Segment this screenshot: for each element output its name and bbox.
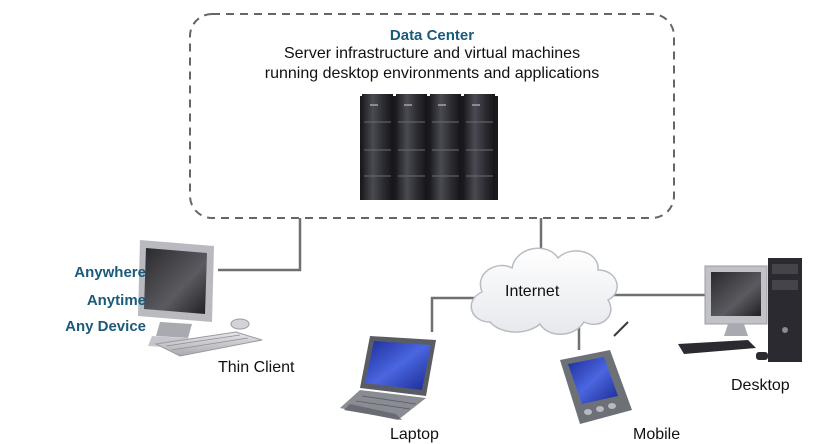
mobile-label: Mobile: [633, 426, 681, 443]
thin-client-icon: [138, 240, 263, 357]
data-center-title: Data Center: [389, 27, 475, 44]
data-center-description-line2: running desktop environments and applica…: [264, 65, 600, 82]
data-center-description: Server infrastructure and virtual machin…: [190, 44, 674, 84]
internet-label: Internet: [505, 283, 560, 300]
mobile-icon: [560, 321, 632, 424]
tagline-any-device: Any Device: [65, 318, 146, 335]
data-center-description-line1: Server infrastructure and virtual machin…: [283, 45, 581, 62]
laptop-icon: [340, 336, 436, 420]
internet-cloud-icon: [470, 247, 618, 335]
line-datacenter-to-thin-client: [218, 218, 302, 272]
thin-client-label: Thin Client: [218, 359, 295, 376]
data-center-boundary: [189, 13, 675, 219]
connector-lines: [218, 218, 705, 350]
desktop-icon: [678, 258, 802, 362]
laptop-label: Laptop: [390, 426, 439, 443]
tagline-anytime: Anytime: [86, 292, 146, 309]
server-rack-icon: [360, 94, 498, 200]
line-internet-to-laptop: [430, 296, 478, 332]
tagline-anywhere: Anywhere: [74, 264, 146, 281]
desktop-label: Desktop: [731, 377, 790, 394]
